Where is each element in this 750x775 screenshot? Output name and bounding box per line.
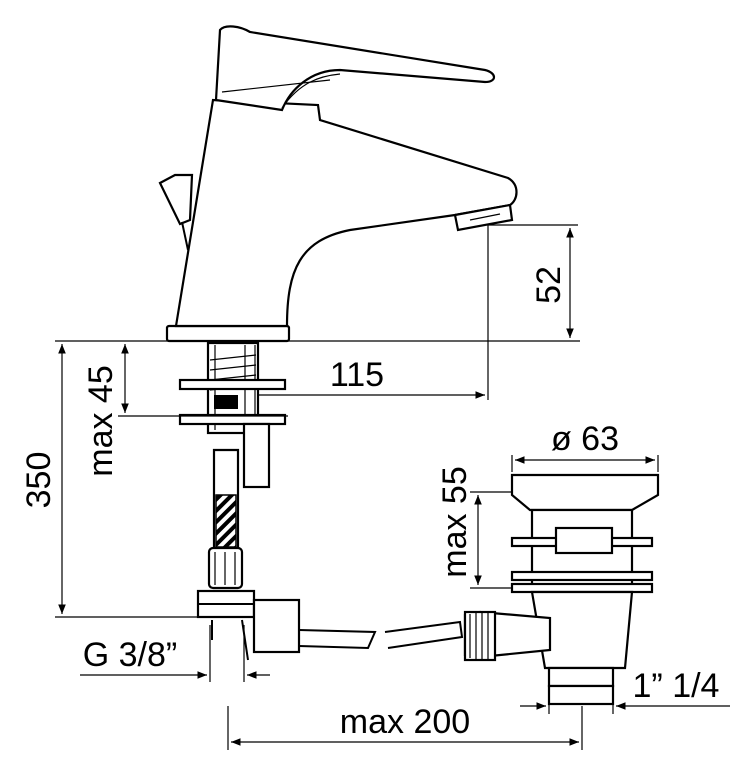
dim-spout-reach: 115	[330, 356, 384, 394]
dimension-lines	[55, 224, 730, 750]
faucet-body	[158, 25, 518, 343]
dim-total-height: 350	[20, 452, 58, 509]
dim-waste-diameter: ø 63	[551, 420, 619, 458]
dim-max-waste-distance: max 200	[340, 703, 470, 741]
dim-connection-thread: G 3/8”	[83, 636, 177, 674]
waste-assembly	[463, 473, 660, 706]
dim-max-deck: max 45	[82, 365, 120, 477]
dim-waste-thread: 1” 1/4	[633, 667, 720, 705]
fixing-assembly	[178, 341, 301, 661]
dim-waste-max: max 55	[436, 466, 474, 578]
popup-cable	[298, 620, 464, 650]
dim-spout-height: 52	[530, 266, 568, 304]
